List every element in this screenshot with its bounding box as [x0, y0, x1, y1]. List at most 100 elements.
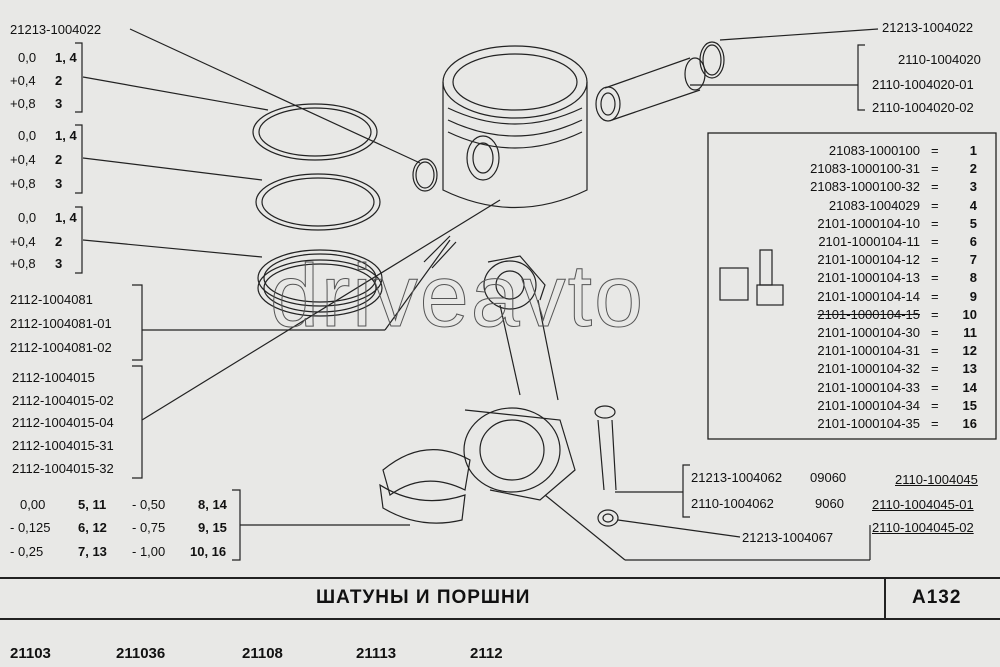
kit-row-code: 2101-1000104-34: [817, 398, 920, 413]
kit-row-eq: =: [931, 416, 939, 431]
piston-code: 2112-1004015: [12, 370, 95, 385]
ring-set-code: 2112-1004081-01: [10, 316, 112, 331]
bearing-ref: 9, 15: [198, 520, 227, 535]
kit-row-code: 2101-1000104-31: [817, 343, 920, 358]
kit-row-number: 5: [969, 216, 977, 231]
kit-row-number: 3: [969, 179, 977, 194]
model-code: 211036: [116, 645, 166, 662]
title-divider-vertical: [884, 577, 886, 619]
piston-code: 2112-1004015-32: [12, 461, 114, 476]
ring-ref: 2: [55, 234, 63, 249]
ring-ref: 1, 4: [55, 50, 77, 65]
kit-row-eq: =: [931, 270, 939, 285]
kit-row-number: 4: [969, 198, 977, 213]
pin-code: 2110-1004020-01: [872, 77, 974, 92]
kit-row-code: 2101-1000104-32: [817, 361, 920, 376]
kit-row-code: 2101-1000104-14: [817, 289, 920, 304]
pin-code: 2110-1004020: [898, 52, 981, 67]
ring-size: 0,0: [18, 210, 37, 225]
ring-size: 0,0: [18, 128, 37, 143]
ring-ref: 3: [55, 176, 63, 191]
ring-ref: 1, 4: [55, 210, 77, 225]
model-code: 21113: [356, 645, 397, 662]
ring-size: +0,4: [10, 73, 36, 88]
ring-size: +0,4: [10, 152, 36, 167]
ring-size: +0,8: [10, 176, 36, 191]
title-divider-top: [0, 577, 1000, 579]
ring-size: +0,8: [10, 96, 36, 111]
bearing-size: - 0,125: [10, 520, 51, 535]
kit-row-eq: =: [931, 198, 939, 213]
ring-ref: 3: [55, 96, 63, 111]
kit-row-code: 2101-1000104-10: [817, 216, 920, 231]
bracket-pin-group: [857, 44, 865, 111]
piston-code: 2112-1004015-31: [12, 438, 114, 453]
bracket-ring-group-3: [75, 206, 83, 274]
bolt-code: 2110-1004062: [691, 496, 774, 511]
kit-row-code: 21083-1000100-31: [810, 161, 920, 176]
kit-row-code: 21083-1000100: [828, 143, 920, 158]
bearing-size: 0,00: [20, 497, 46, 512]
top-left-ring-label: 21213-1004022: [10, 22, 102, 37]
kit-row-code: 2101-1000104-35: [817, 416, 920, 431]
kit-row-eq: =: [931, 289, 939, 304]
nut-code: 21213-1004067: [742, 530, 834, 545]
kit-row-code: 2101-1000104-15: [817, 307, 920, 322]
bracket-bearings: [232, 489, 241, 561]
kit-row-eq: =: [931, 216, 939, 231]
kit-row-number: 10: [962, 307, 977, 322]
bolt-ref: 09060: [810, 470, 847, 485]
bearing-size: - 0,25: [10, 544, 44, 559]
bracket-ring-set: [132, 284, 143, 361]
kit-row-eq: =: [931, 143, 939, 158]
model-code: 2112: [470, 645, 503, 662]
kit-row-number: 15: [962, 398, 977, 413]
model-code: 21103: [10, 645, 51, 662]
kit-row-number: 16: [962, 416, 977, 431]
bearing-size: - 1,00: [132, 544, 166, 559]
top-right-ring-label: 21213-1004022: [882, 20, 974, 35]
page-code: А132: [912, 587, 962, 608]
kit-row-code: 21083-1000100-32: [810, 179, 920, 194]
kit-row-code: 2101-1000104-11: [818, 234, 920, 249]
kit-row-eq: =: [931, 179, 939, 194]
ring-set-code: 2112-1004081: [10, 292, 93, 307]
kit-row-number: 2: [969, 161, 977, 176]
kit-row-number: 12: [962, 343, 977, 358]
bearing-ref: 5, 11: [78, 497, 107, 512]
kit-row-number: 7: [969, 252, 977, 267]
kit-row-eq: =: [931, 380, 939, 395]
ring-set-code: 2112-1004081-02: [10, 340, 112, 355]
bracket-bolt-group: [682, 464, 690, 518]
kit-row-number: 8: [969, 270, 977, 285]
kit-row-eq: =: [931, 252, 939, 267]
kit-row-number: 14: [962, 380, 977, 395]
model-code: 21108: [242, 645, 283, 662]
watermark: driveavto: [269, 246, 646, 346]
bearing-ref: 7, 13: [78, 544, 107, 559]
title-divider-bottom: [0, 618, 1000, 620]
kit-row-number: 6: [969, 234, 977, 249]
ring-ref: 2: [55, 152, 63, 167]
bolt-code: 21213-1004062: [691, 470, 783, 485]
pin-code: 2110-1004020-02: [872, 100, 974, 115]
kit-row-code: 2101-1000104-12: [817, 252, 920, 267]
kit-row-eq: =: [931, 325, 939, 340]
kit-row-eq: =: [931, 234, 939, 249]
bolt-ref: 9060: [815, 496, 844, 511]
kit-row-number: 1: [969, 143, 977, 158]
bearing-size: - 0,50: [132, 497, 166, 512]
ring-ref: 1, 4: [55, 128, 77, 143]
bearing-ref: 6, 12: [78, 520, 107, 535]
kit-row-eq: =: [931, 307, 939, 322]
bearing-ref: 8, 14: [198, 497, 227, 512]
ring-size: +0,4: [10, 234, 36, 249]
kit-row-eq: =: [931, 398, 939, 413]
rod-code: 2110-1004045: [895, 472, 978, 487]
piston-code: 2112-1004015-04: [12, 415, 114, 430]
bracket-ring-group-1: [75, 42, 83, 113]
bearing-ref: 10, 16: [190, 544, 227, 559]
ring-ref: 2: [55, 73, 63, 88]
